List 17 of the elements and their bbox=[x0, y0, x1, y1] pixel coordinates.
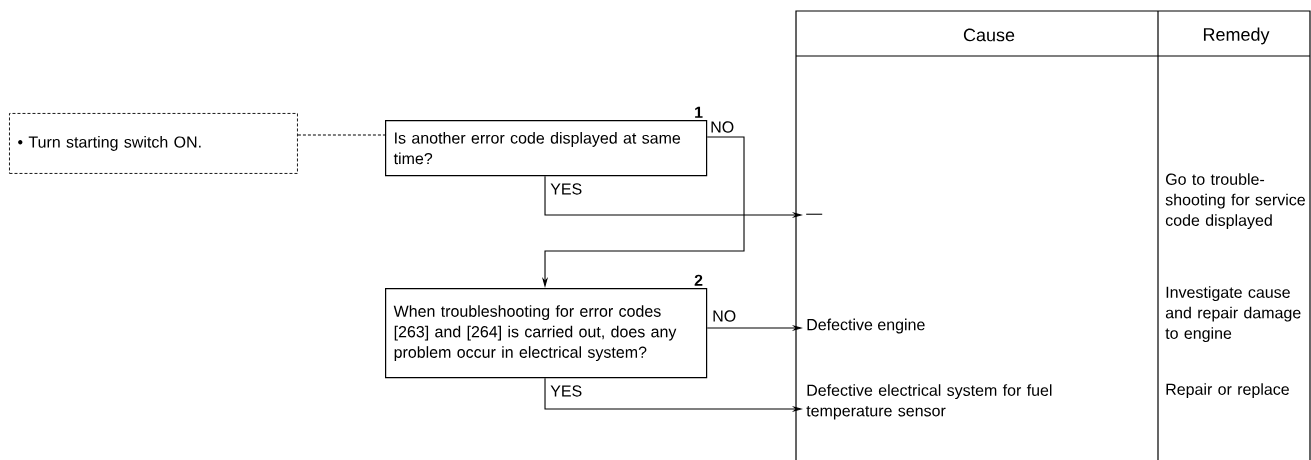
edge-label: YES bbox=[550, 385, 582, 397]
cause-text: Defective electrical system for fuel temperature sensor bbox=[806, 384, 1052, 420]
edge-label: NO bbox=[711, 121, 734, 133]
step-number: 1 bbox=[695, 106, 703, 118]
note-box: • Turn starting switch ON. bbox=[9, 113, 298, 174]
cause-text: — bbox=[806, 213, 823, 215]
decision-box: When troubleshooting for error codes [263] and [264] is carried out, does any problem occur in electrical system? bbox=[385, 288, 708, 379]
column-header: Remedy bbox=[1203, 27, 1270, 45]
remedy-text: Repair or replace bbox=[1166, 383, 1289, 399]
step-number: 2 bbox=[694, 274, 703, 286]
remedy-text: Investigate cause and repair damage to engine bbox=[1165, 286, 1301, 343]
cause-text: Defective engine bbox=[807, 318, 925, 334]
column-header: Cause bbox=[963, 28, 1015, 42]
decision-box: Is another error code displayed at same time? bbox=[385, 120, 708, 177]
edge-label: YES bbox=[550, 183, 582, 195]
remedy-text: Go to trouble-shooting for service code displayed bbox=[1165, 173, 1305, 230]
edge-label: NO bbox=[713, 310, 736, 322]
